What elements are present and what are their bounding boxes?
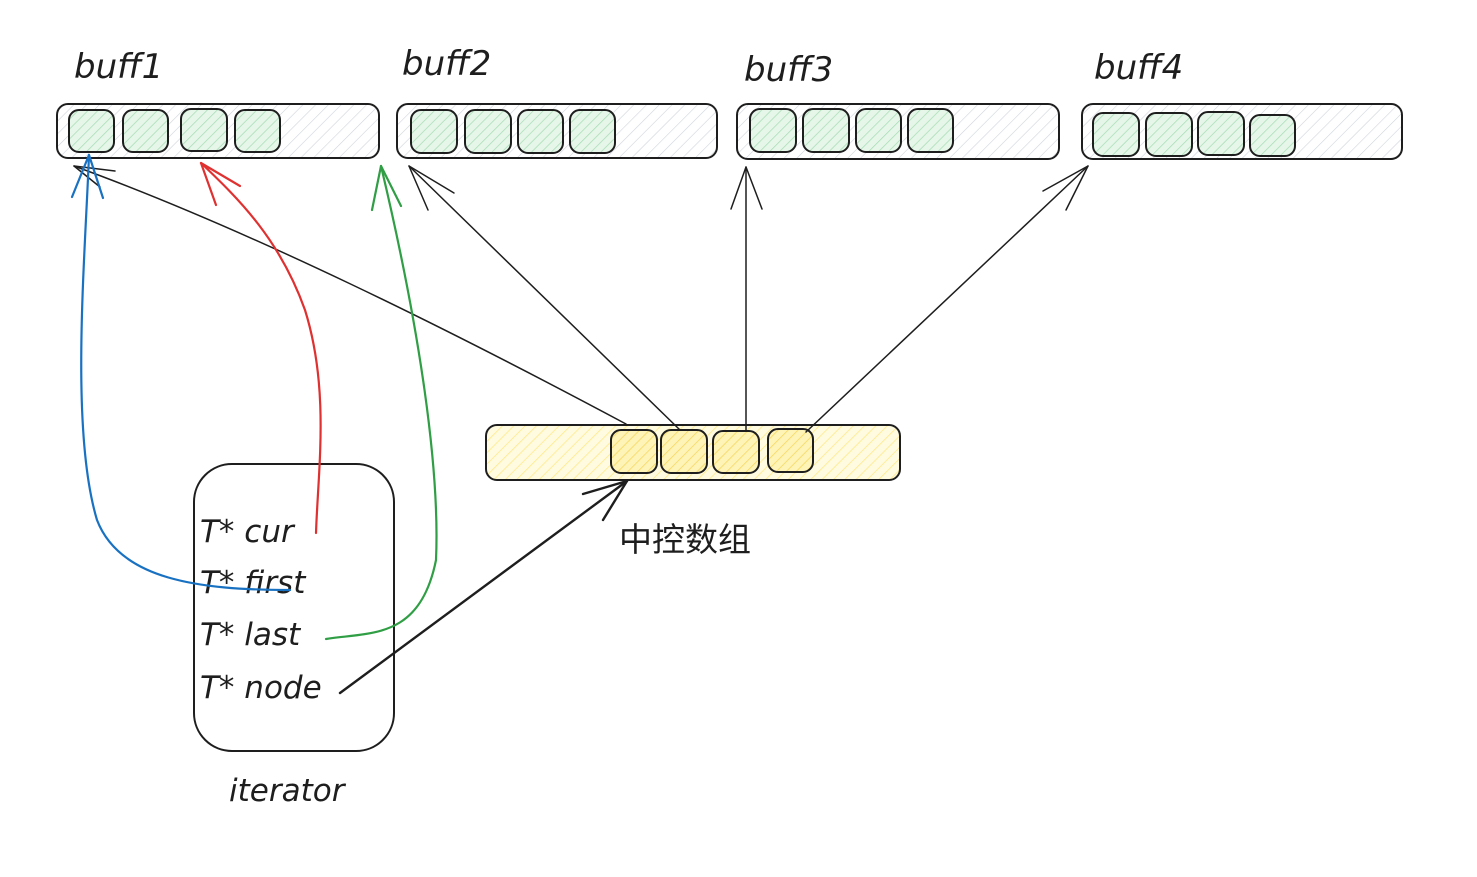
arrow-node-to-control — [338, 479, 629, 695]
control-array-label: 中控数组 — [619, 520, 751, 559]
buffer-slot — [802, 108, 850, 153]
buffer-buff2: buff2 — [396, 44, 718, 159]
buffer-slot — [569, 109, 616, 154]
buffer-buff3: buff3 — [736, 50, 1060, 160]
arrowhead — [70, 153, 105, 200]
buffer-label: buff2 — [402, 44, 491, 84]
buffer-slot — [234, 109, 281, 153]
buffer-slot — [122, 109, 169, 153]
arrow-cur-to-buff1 — [199, 161, 322, 535]
buffer-label: buff1 — [74, 47, 163, 87]
first-arrow — [70, 153, 292, 592]
buffer-slot — [180, 108, 228, 152]
arrow-last-to-buff1-end — [324, 164, 438, 641]
buffer-slot — [517, 109, 564, 154]
iterator-box — [193, 463, 395, 752]
iterator-field-first: T* first — [200, 565, 307, 601]
control-slot — [767, 428, 814, 473]
cur-arrow — [199, 161, 322, 535]
node-arrow — [338, 479, 629, 695]
control-slot — [610, 429, 658, 474]
buffer-slot — [1092, 112, 1140, 157]
arrowhead — [199, 161, 242, 207]
arrowhead — [408, 165, 455, 211]
buffer-slot — [464, 109, 512, 154]
buffer-slot — [410, 109, 458, 154]
arrowhead — [370, 164, 403, 212]
buffer-slot — [1197, 111, 1245, 156]
control-slot — [712, 430, 760, 474]
arrow-control-to-buff1 — [73, 165, 627, 425]
buffer-slot — [1249, 114, 1296, 157]
buffer-label: buff4 — [1094, 48, 1183, 88]
arrow-control-to-buff4 — [805, 165, 1089, 433]
iterator-field-last: T* last — [200, 617, 302, 653]
arrowhead — [1042, 165, 1089, 211]
arrow-control-to-buff2 — [408, 165, 681, 431]
buffer-slot — [907, 108, 954, 153]
control-array: 中控数组 — [485, 424, 901, 559]
iterator-field-node: T* node — [200, 670, 322, 706]
iterator: T* cur T* first T* last T* node iterator — [193, 463, 395, 809]
last-arrow — [324, 164, 438, 641]
arrowhead — [730, 166, 763, 210]
control-slot — [660, 429, 708, 474]
control-to-buffer-arrows — [73, 165, 1089, 433]
buffer-buff1: buff1 — [56, 47, 380, 159]
buffer-buff4: buff4 — [1081, 48, 1403, 160]
iterator-label: iterator — [229, 773, 347, 809]
buffer-slot — [68, 109, 115, 153]
iterator-field-cur: T* cur — [200, 514, 296, 550]
buffer-slot — [1145, 112, 1193, 157]
arrowhead — [581, 479, 629, 522]
arrow-first-to-buff1 — [80, 153, 292, 592]
buffer-slot — [749, 108, 797, 153]
buffer-label: buff3 — [744, 50, 833, 90]
buffer-slot — [855, 108, 902, 153]
